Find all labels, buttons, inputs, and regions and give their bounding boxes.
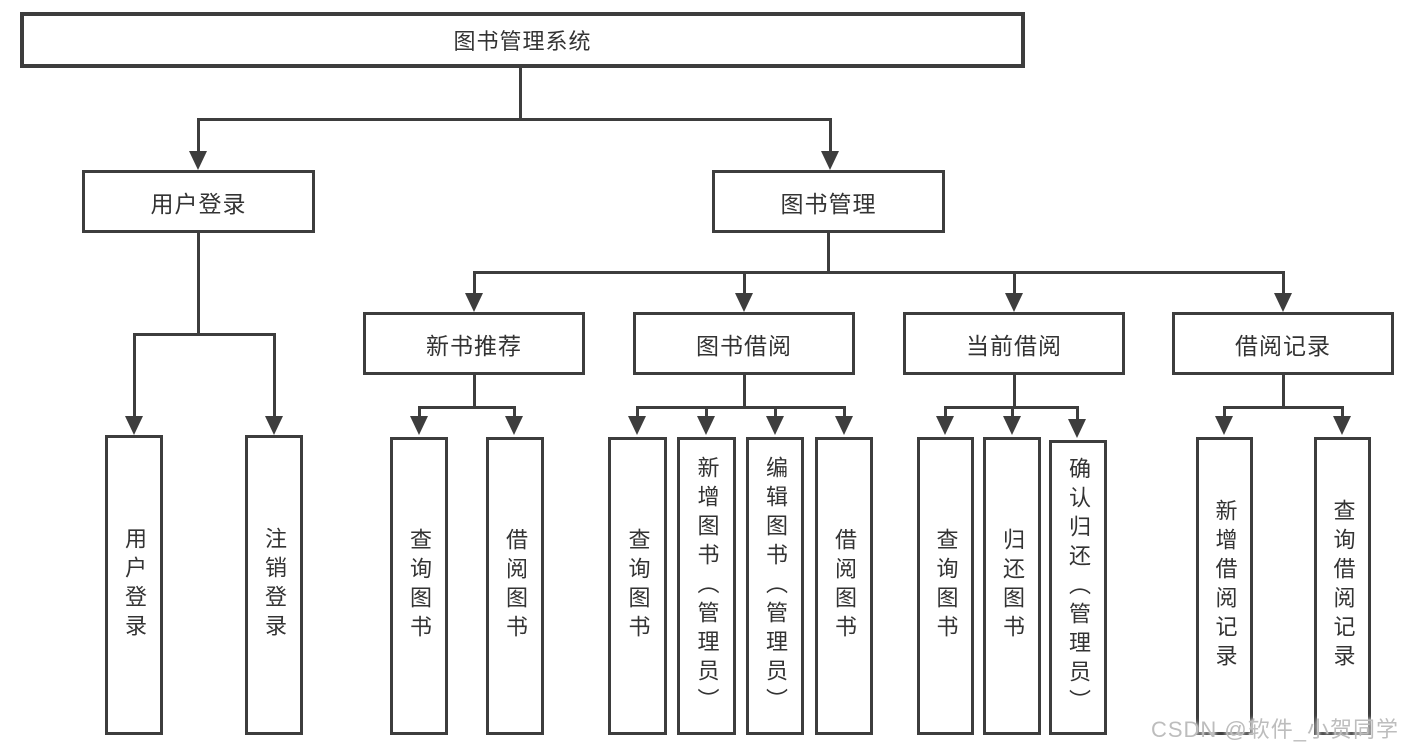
node-book-management: 图书管理 — [712, 170, 945, 233]
leaf-label: 归还图书 — [1000, 528, 1025, 644]
arrow-down-icon — [410, 416, 428, 435]
connector-arrow-stem — [774, 406, 777, 420]
leaf-query-books-borrow: 查询图书 — [608, 437, 667, 735]
connector-user-login-rail — [133, 333, 276, 336]
connector-arrow-stem — [944, 406, 947, 420]
leaf-edit-book-admin: 编辑图书（管理员） — [746, 437, 804, 735]
arrow-down-icon — [735, 293, 753, 312]
leaf-return-book: 归还图书 — [983, 437, 1041, 735]
connector-stem — [743, 375, 746, 409]
connector-stem — [1282, 375, 1285, 409]
node-current-borrow: 当前借阅 — [903, 312, 1125, 375]
leaf-label: 新增借阅记录 — [1212, 499, 1238, 673]
node-borrow-record: 借阅记录 — [1172, 312, 1394, 375]
leaf-label: 查询图书 — [933, 528, 959, 644]
arrow-down-icon — [465, 293, 483, 312]
connector-rail — [1223, 406, 1343, 409]
connector-stem — [473, 375, 476, 409]
arrow-down-icon — [628, 416, 646, 435]
node-library-management-system: 图书管理系统 — [20, 12, 1025, 68]
arrow-down-icon — [1005, 293, 1023, 312]
connector-arrow-stem — [1223, 406, 1226, 420]
connector-arrow-stem — [829, 118, 832, 154]
connector-rail — [418, 406, 516, 409]
arrow-down-icon — [1333, 416, 1351, 435]
leaf-query-borrow-record: 查询借阅记录 — [1314, 437, 1371, 735]
leaf-user-login: 用户登录 — [105, 435, 163, 735]
leaf-label: 借阅图书 — [832, 528, 857, 644]
csdn-watermark: CSDN @软件_小贺同学 — [1150, 717, 1399, 742]
leaf-label: 确认归还（管理员） — [1066, 457, 1091, 718]
leaf-query-books-current: 查询图书 — [917, 437, 974, 735]
connector-rail — [636, 406, 846, 409]
connector-arrow-stem — [743, 271, 746, 296]
connector-arrow-stem — [273, 333, 276, 419]
leaf-label: 编辑图书（管理员） — [763, 455, 788, 717]
connector-arrow-stem — [843, 406, 846, 420]
connector-arrow-stem — [1013, 271, 1016, 296]
leaf-label: 查询图书 — [625, 528, 651, 644]
arrow-down-icon — [1274, 293, 1292, 312]
connector-arrow-stem — [1011, 406, 1014, 420]
connector-arrow-stem — [473, 271, 476, 296]
leaf-borrow-books-recommend: 借阅图书 — [486, 437, 544, 735]
leaf-label: 查询图书 — [407, 528, 432, 644]
arrow-down-icon — [821, 151, 839, 170]
leaf-label: 查询借阅记录 — [1330, 499, 1356, 673]
arrow-down-icon — [189, 151, 207, 170]
node-book-borrow: 图书借阅 — [633, 312, 855, 375]
arrow-down-icon — [766, 416, 784, 435]
connector-arrow-stem — [513, 406, 516, 420]
node-label: 图书管理 — [780, 190, 877, 217]
connector-user-login-stem — [197, 233, 200, 335]
leaf-label: 用户登录 — [122, 527, 147, 643]
node-label: 新书推荐 — [426, 332, 522, 359]
arrow-down-icon — [1215, 416, 1233, 435]
node-label: 借阅记录 — [1235, 332, 1331, 359]
arrow-down-icon — [835, 416, 853, 435]
leaf-confirm-return-admin: 确认归还（管理员） — [1049, 440, 1107, 735]
node-label: 图书管理系统 — [453, 29, 592, 54]
node-label: 当前借阅 — [966, 332, 1062, 359]
arrow-down-icon — [505, 416, 523, 435]
node-user-login: 用户登录 — [82, 170, 315, 233]
connector-level2-rail — [197, 118, 832, 121]
arrow-down-icon — [697, 416, 715, 435]
node-new-book-recommend: 新书推荐 — [363, 312, 585, 375]
connector-arrow-stem — [636, 406, 639, 420]
leaf-label: 新增图书（管理员） — [694, 455, 720, 717]
connector-book-mgmt-stem — [827, 233, 830, 273]
connector-arrow-stem — [197, 118, 200, 154]
connector-arrow-stem — [418, 406, 421, 420]
leaf-logout: 注销登录 — [245, 435, 303, 735]
node-label: 图书借阅 — [696, 332, 792, 359]
connector-stem — [1013, 375, 1016, 409]
arrow-down-icon — [125, 416, 143, 435]
connector-arrow-stem — [133, 333, 136, 419]
arrow-down-icon — [1003, 416, 1021, 435]
leaf-add-book-admin: 新增图书（管理员） — [677, 437, 736, 735]
leaf-label: 借阅图书 — [503, 528, 528, 644]
leaf-label: 注销登录 — [262, 527, 287, 643]
connector-arrow-stem — [1076, 406, 1079, 422]
leaf-borrow-books: 借阅图书 — [815, 437, 873, 735]
arrow-down-icon — [936, 416, 954, 435]
leaf-add-borrow-record: 新增借阅记录 — [1196, 437, 1253, 735]
leaf-query-books-recommend: 查询图书 — [390, 437, 448, 735]
connector-arrow-stem — [1341, 406, 1344, 420]
arrow-down-icon — [265, 416, 283, 435]
arrow-down-icon — [1068, 419, 1086, 438]
connector-arrow-stem — [1282, 271, 1285, 296]
connector-root-stem — [519, 68, 522, 120]
connector-arrow-stem — [705, 406, 708, 420]
connector-level3-rail — [473, 271, 1284, 274]
node-label: 用户登录 — [150, 190, 247, 217]
